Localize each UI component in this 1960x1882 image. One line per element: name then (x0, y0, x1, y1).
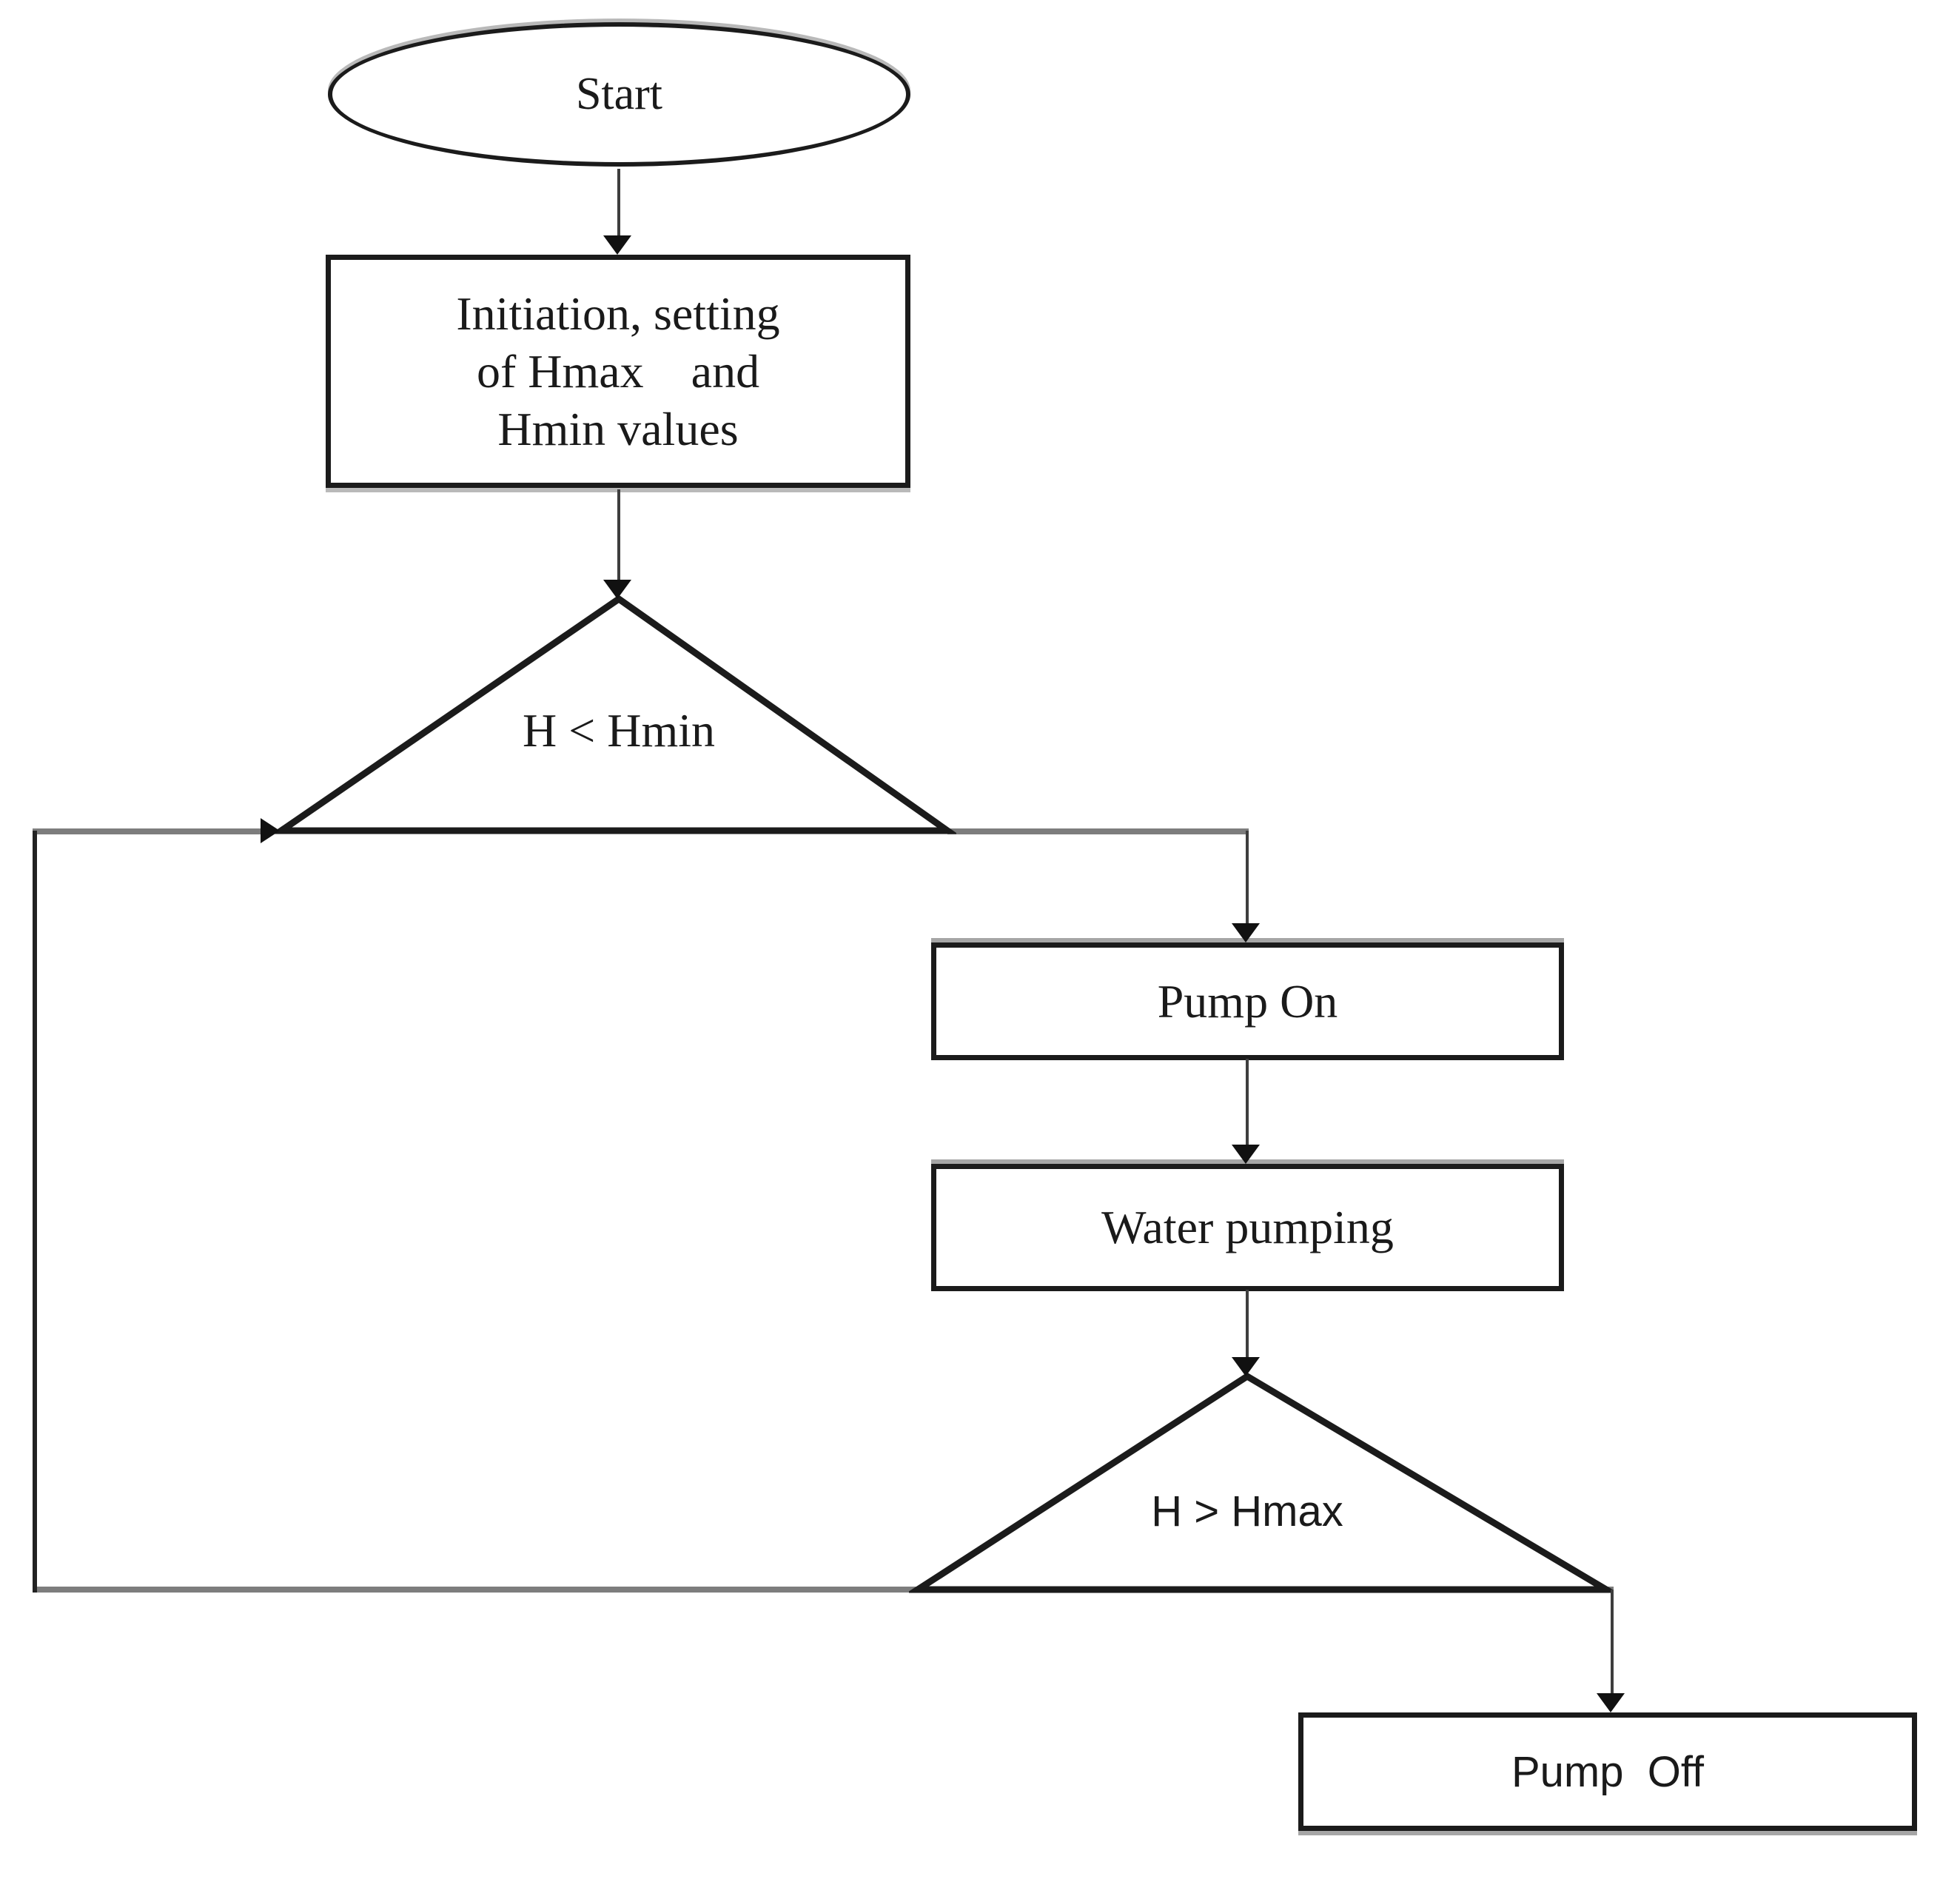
feedback-line-left (33, 831, 37, 1593)
feedback-line-bottom (33, 1587, 1614, 1593)
arrowhead-down-icon (1232, 1145, 1260, 1164)
arrow-pump-on-to-water-pumping (1246, 1059, 1249, 1145)
arrowhead-down-icon (1597, 1693, 1625, 1712)
arrow-start-to-init (617, 169, 620, 237)
init-label-line1: Initiation, setting (456, 287, 780, 340)
pump-off-label: Pump Off (1511, 1747, 1705, 1796)
feedback-line-top (33, 828, 261, 834)
decision-min-label: H < Hmin (522, 704, 716, 757)
init-label: Initiation, setting of Hmax and Hmin val… (456, 285, 779, 458)
decision-max-triangle (909, 1372, 1614, 1593)
pump-on-node: Pump On (931, 942, 1564, 1060)
init-label-line3: Hmin values (497, 402, 739, 455)
arrow-init-to-decision-min (617, 489, 620, 580)
start-label: Start (575, 69, 663, 119)
connector-down-to-pump-on (1246, 831, 1249, 923)
pump-off-node: Pump Off (1298, 1712, 1917, 1831)
arrowhead-down-icon (1232, 923, 1260, 942)
pump-on-label: Pump On (1157, 974, 1338, 1028)
init-node: Initiation, setting of Hmax and Hmin val… (326, 255, 910, 488)
arrowhead-down-icon (603, 235, 631, 255)
arrowhead-down-icon (603, 580, 631, 599)
water-pumping-node: Water pumping (931, 1164, 1564, 1291)
arrowhead-down-icon (1232, 1357, 1260, 1376)
decision-max-label: H > Hmax (1151, 1487, 1343, 1536)
connector-down-to-pump-off (1611, 1590, 1614, 1693)
water-pumping-label: Water pumping (1101, 1201, 1394, 1253)
decision-min-label-wrap: H < Hmin (397, 703, 841, 758)
arrow-water-pumping-to-decision-max (1246, 1290, 1249, 1357)
arrowhead-right-icon (261, 818, 280, 843)
init-label-line2: of Hmax and (476, 344, 760, 398)
start-node: Start (328, 22, 910, 167)
decision-max-label-wrap: H > Hmax (1025, 1487, 1469, 1536)
connector-decision-min-to-pump-on (947, 828, 1249, 834)
decision-min-triangle (272, 595, 956, 834)
